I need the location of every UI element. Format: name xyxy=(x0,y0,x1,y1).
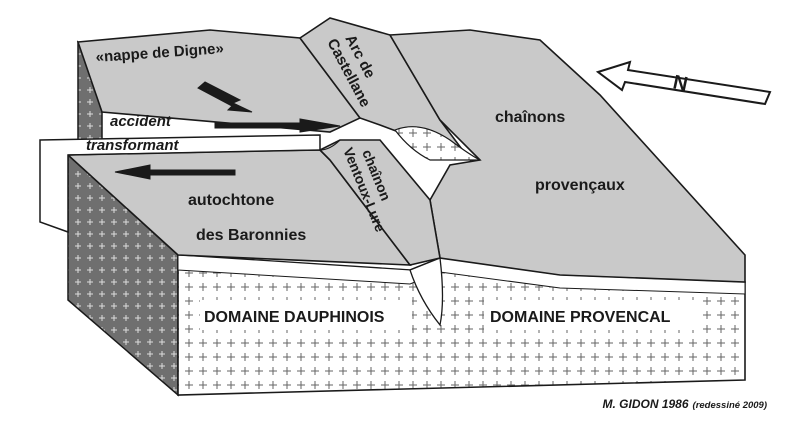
label-domaine-dauphinois: DOMAINE DAUPHINOIS xyxy=(204,309,385,326)
label-des-baronnies: des Baronnies xyxy=(196,227,306,244)
credit-sub: (redessiné 2009) xyxy=(693,400,767,411)
label-accident: accident xyxy=(110,113,172,130)
north-arrow-icon: N xyxy=(598,62,770,104)
author-credit: M. GIDON 1986 (redessiné 2009) xyxy=(603,397,768,411)
label-autochtone: autochtone xyxy=(188,192,274,209)
label-domaine-provencal: DOMAINE PROVENCAL xyxy=(490,309,671,326)
label-transformant: transformant xyxy=(86,137,180,154)
label-provencaux: provençaux xyxy=(535,177,625,194)
credit-main: M. GIDON 1986 xyxy=(603,397,689,411)
label-chainons: chaînons xyxy=(495,109,565,126)
